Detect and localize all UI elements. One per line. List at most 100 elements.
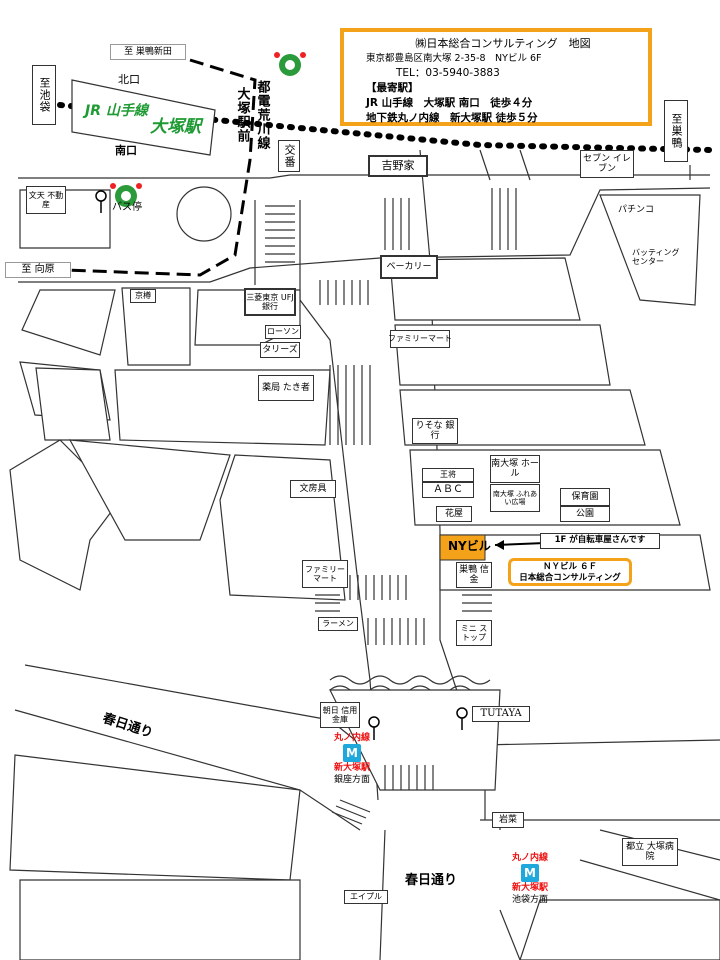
kasuga-street-label-2: 春日通り: [405, 873, 458, 888]
north-exit-label: 北口: [118, 73, 140, 86]
road-line: [419, 149, 461, 701]
metro-station-ikebukuro: 丸ノ内線 M 新大塚駅 池袋方面: [498, 852, 562, 906]
roundabout: [176, 186, 232, 242]
eipuru-label: エイプル: [344, 890, 388, 904]
bus-stop-label: バス停: [112, 202, 142, 213]
access-line-jr: JR 山手線 大塚駅 南口 徒歩４分: [366, 97, 533, 109]
tullys-label: タリーズ: [260, 342, 300, 358]
resona-bank-label: りそな 銀行: [412, 418, 458, 444]
ufj-bank-label: 三菱東京 UFJ 銀行: [244, 288, 296, 316]
lawson-label: ローソン: [265, 325, 301, 339]
ohsho-label: 王将: [422, 468, 474, 482]
mascot-icon: [274, 52, 306, 76]
hall-label: 南大塚 ホール: [490, 455, 540, 483]
block: [519, 899, 720, 960]
fureai-label: 南大塚 ふれあい広場: [490, 484, 540, 512]
bunten-label: 文天 不動産: [26, 186, 66, 214]
tutaya-label: TUTAYA: [472, 706, 530, 722]
company-address: 東京都豊島区南大塚 2-35-8 NYビル 6F: [366, 53, 542, 64]
abc-label: ＡＢＣ: [422, 482, 474, 498]
metro-line-label: 丸ノ内線: [333, 733, 370, 743]
target-office-label: ＮＹビル ６Ｆ 日本総合コンサルティング: [508, 558, 632, 586]
crosswalk: [384, 198, 410, 250]
pole-marker: [368, 707, 468, 740]
toden-station-label: 大塚駅前: [234, 87, 250, 143]
crosswalk: [329, 365, 371, 445]
crosswalk: [367, 618, 425, 645]
block: [409, 449, 681, 526]
direction-mukouhara: 至 向原: [5, 262, 71, 278]
jr-station-label: 大塚駅: [150, 117, 201, 137]
metro-logo-icon: M: [521, 864, 539, 882]
iwana-label: 岩菜: [492, 812, 524, 828]
road-line: [499, 909, 521, 960]
direction-sugamo: 至巣鴨: [664, 100, 688, 162]
road-line: [479, 149, 491, 181]
bunbougu-label: 文房具: [290, 480, 336, 498]
road-line: [479, 739, 720, 746]
metro-station-label: 新大塚駅: [511, 883, 548, 893]
road-line: [519, 149, 531, 181]
kyodo-label: 京樽: [130, 289, 156, 303]
crosswalk: [265, 205, 295, 263]
company-title: ㈱日本総合コンサルティング 地図: [415, 37, 591, 50]
familymart-2-label: ファミリー マート: [302, 560, 348, 588]
block: [35, 367, 111, 441]
metro-direction-label: 銀座方面: [333, 775, 370, 785]
info-box: ㈱日本総合コンサルティング 地図 東京都豊島区南大塚 2-35-8 NYビル 6…: [340, 28, 652, 126]
park-label: 公園: [560, 506, 610, 522]
metro-station-label: 新大塚駅: [333, 763, 370, 773]
road-line: [18, 174, 710, 179]
crosswalk: [349, 575, 407, 600]
koban-label: 交番: [278, 140, 300, 172]
road-line: [379, 187, 711, 259]
road-line: [18, 257, 381, 283]
seven-eleven-label: セブン イレブン: [580, 150, 634, 178]
yoshinoya-label: 吉野家: [368, 155, 428, 177]
familymart-label: ファミリーマート: [388, 330, 452, 348]
metro-line-label: 丸ノ内線: [511, 853, 548, 863]
pharmacy-label: 薬局 たき者: [258, 375, 314, 401]
south-exit-label: 南口: [115, 144, 137, 157]
target-building-shape: [439, 534, 486, 561]
road-line: [579, 859, 720, 901]
access-line-metro: 地下鉄丸ノ内線 新大塚駅 徒歩５分: [366, 112, 538, 124]
crosswalk: [462, 594, 492, 612]
bakery-label: ベーカリー: [380, 255, 438, 279]
block: [121, 287, 191, 366]
asahi-shinkin-label: 朝日 信用金庫: [320, 702, 360, 728]
block: [9, 754, 301, 881]
batting-center-label: バッティング センター: [632, 248, 680, 267]
target-company: 日本総合コンサルティング: [519, 573, 621, 583]
block: [19, 879, 301, 960]
pachinko-label: パチンコ: [618, 205, 655, 215]
direction-ikebukuro: 至池袋: [32, 65, 56, 125]
bike-shop-note: 1F が自転車屋さんです: [540, 533, 660, 549]
jr-line-label: JR 山手線: [85, 103, 148, 119]
crosswalk: [491, 188, 517, 250]
metro-logo-icon: M: [343, 744, 361, 762]
road-line: [299, 200, 361, 601]
metro-direction-label: 池袋方面: [511, 895, 548, 905]
toden-line-label: 都電荒川線: [254, 80, 270, 150]
arrow-head: [495, 540, 504, 550]
metro-station-ginza: 丸ノ内線 M 新大塚駅 銀座方面: [320, 732, 384, 786]
target-floor: ＮＹビル ６Ｆ: [543, 562, 597, 572]
jr-station: [71, 79, 216, 156]
hoikuen-label: 保育園: [560, 488, 610, 506]
ny-building-label: NYビル: [448, 539, 491, 553]
direction-sugamo-shinden: 至 巣鴨新田: [110, 44, 186, 60]
block: [599, 194, 701, 306]
crosswalk: [319, 280, 369, 305]
block: [21, 289, 116, 356]
ramen-label: ラーメン: [318, 617, 358, 631]
bus-route: [64, 58, 257, 277]
crosswalk: [384, 765, 434, 790]
hospital-label: 都立 大塚病院: [622, 838, 678, 866]
sugamo-shinkin-label: 巣鴨 信金: [456, 562, 492, 588]
mini-stop-label: ミニ ストップ: [456, 620, 492, 646]
nearest-station-heading: 【最寄駅】: [366, 82, 419, 94]
mascot-icon: [110, 183, 142, 207]
wave: [329, 675, 491, 685]
